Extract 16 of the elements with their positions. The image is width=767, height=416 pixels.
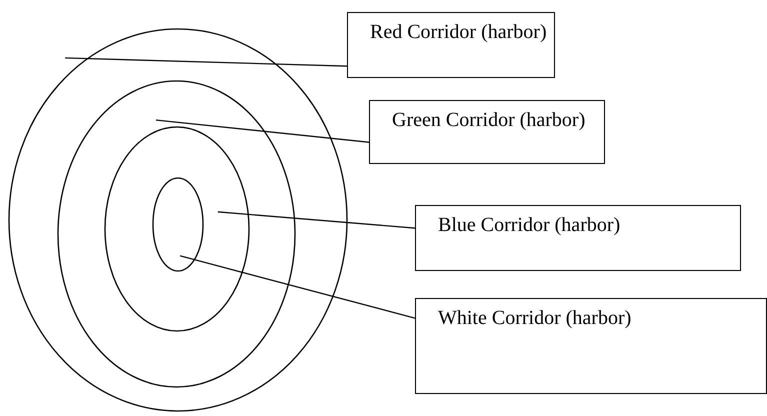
- callout-text: Blue Corridor (harbor): [438, 214, 620, 236]
- callout-box: [369, 100, 605, 164]
- callout-text: White Corridor (harbor): [438, 307, 632, 329]
- ring-ellipse: [8, 28, 348, 412]
- callout-text: Green Corridor (harbor): [392, 109, 586, 131]
- callout-box: [347, 12, 555, 78]
- callout-box: [415, 298, 767, 394]
- leader-line: [180, 255, 416, 319]
- leader-line: [65, 57, 348, 67]
- ring-ellipse: [104, 126, 250, 332]
- ring-ellipse: [152, 177, 204, 272]
- leader-line: [218, 211, 416, 229]
- callout-text: Red Corridor (harbor): [370, 21, 547, 43]
- ring-ellipse: [57, 80, 296, 388]
- callout-box: [415, 205, 741, 271]
- leader-line: [156, 119, 370, 143]
